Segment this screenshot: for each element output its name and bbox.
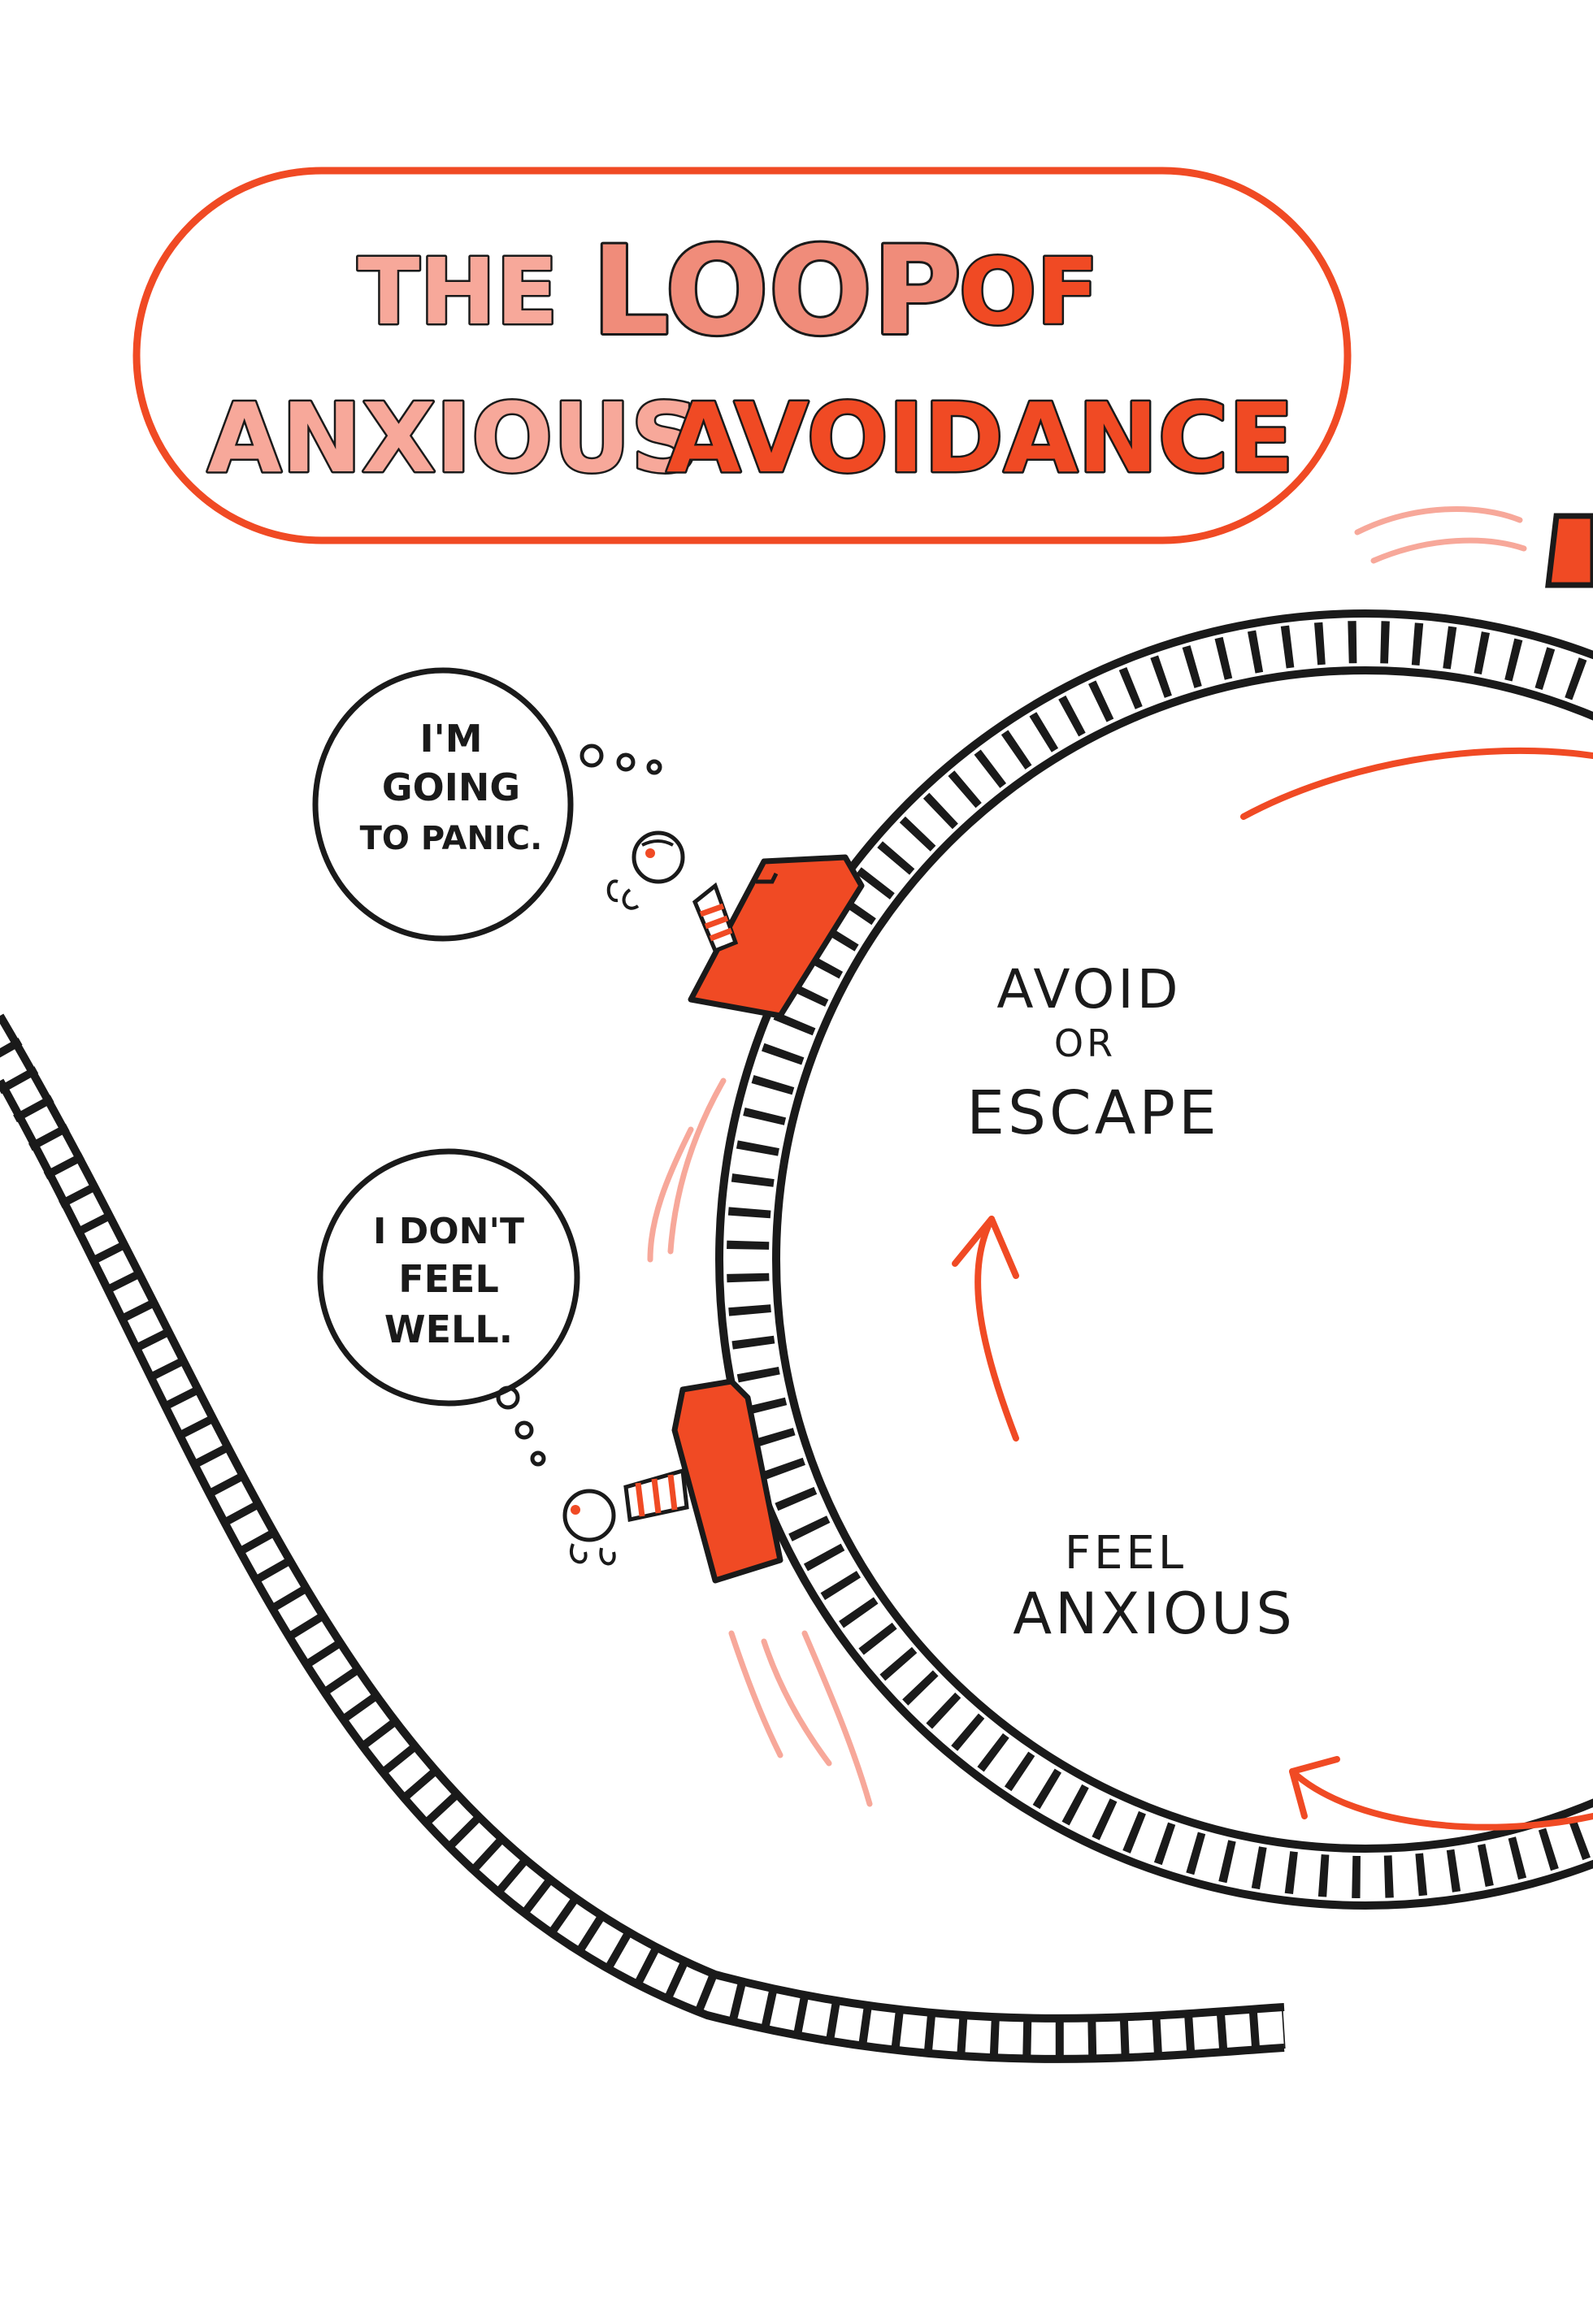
thought-bubble-bottom: I DON'T FEEL WELL. bbox=[320, 1151, 577, 1464]
thought-top-line2: GOING bbox=[382, 765, 520, 809]
thought-bubble-top: I'M GOING TO PANIC. bbox=[315, 670, 660, 939]
label-feel: FEEL bbox=[1065, 1527, 1187, 1580]
title-word-loop: LOOP bbox=[592, 221, 961, 362]
thought-bottom-line1: I DON'T bbox=[373, 1211, 524, 1252]
car-upper bbox=[609, 833, 862, 1016]
title-word-anxious: ANXIOUS bbox=[207, 382, 700, 494]
thought-bottom-line2: FEEL bbox=[398, 1257, 499, 1301]
title-word-the: THE bbox=[358, 240, 558, 345]
thought-bottom-line3: WELL. bbox=[384, 1307, 513, 1351]
thought-top-line3: TO PANIC. bbox=[360, 820, 543, 857]
label-avoid: AVOID bbox=[996, 958, 1181, 1021]
thought-top-line1: I'M bbox=[420, 717, 483, 761]
car-lower bbox=[565, 1381, 780, 1580]
title-word-of: OF bbox=[959, 240, 1099, 345]
label-or: OR bbox=[1054, 1021, 1116, 1065]
label-escape: ESCAPE bbox=[966, 1078, 1219, 1148]
rider-lower bbox=[565, 1471, 687, 1563]
title-word-avoidance: AVOIDANCE bbox=[666, 382, 1294, 494]
car-top-right bbox=[1548, 516, 1593, 585]
loop-track bbox=[719, 614, 1593, 1906]
loop-direction-arrows bbox=[955, 751, 1593, 1828]
label-anxious: ANXIOUS bbox=[1013, 1580, 1296, 1647]
